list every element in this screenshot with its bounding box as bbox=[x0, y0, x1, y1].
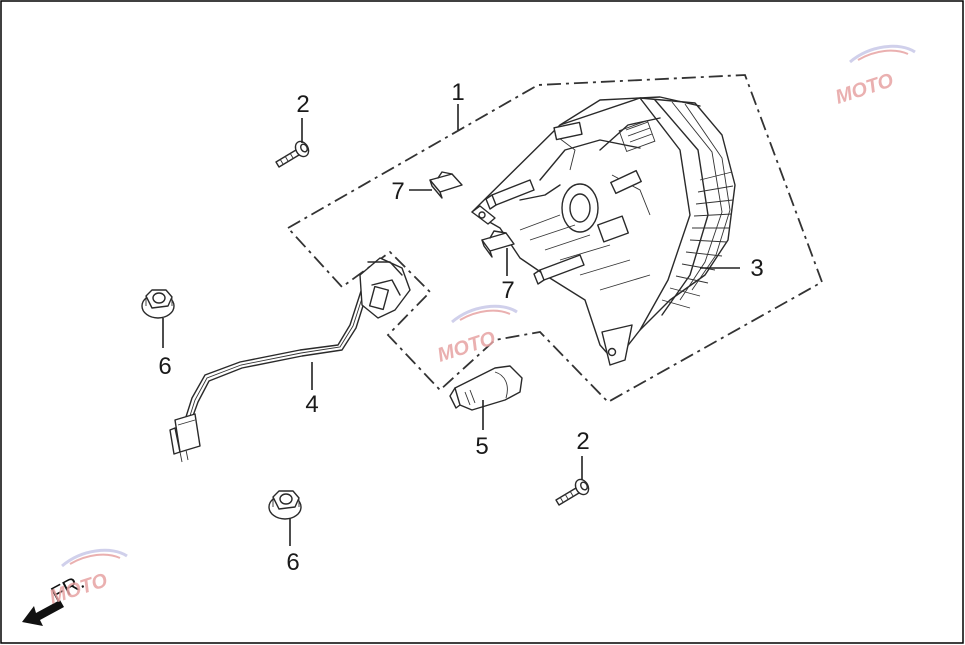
flange-nut-upper bbox=[141, 289, 175, 319]
callout-3: 3 bbox=[750, 255, 763, 282]
callout-7-upper: 7 bbox=[391, 178, 404, 205]
watermark-brand: MOTO bbox=[833, 69, 897, 108]
flange-nut-lower bbox=[268, 490, 302, 520]
callout-4: 4 bbox=[305, 391, 318, 418]
callout-2-upper: 2 bbox=[296, 91, 309, 118]
callout-6-lower: 6 bbox=[286, 549, 299, 576]
screw-upper bbox=[275, 140, 310, 168]
clip-nut-lower bbox=[481, 230, 515, 258]
screw-lower bbox=[555, 478, 590, 506]
front-arrow-icon bbox=[22, 600, 64, 626]
clip-nut-upper bbox=[429, 171, 463, 199]
assembly-boundary bbox=[286, 74, 824, 404]
leader-lines bbox=[162, 104, 740, 546]
socket-wire-harness bbox=[169, 257, 411, 463]
callout-1: 1 bbox=[451, 79, 464, 106]
callout-6-upper: 6 bbox=[158, 353, 171, 380]
callout-2-lower: 2 bbox=[576, 428, 589, 455]
watermark-center: MOTO bbox=[435, 304, 518, 367]
callout-5: 5 bbox=[475, 433, 488, 460]
lamp-bulb bbox=[449, 365, 523, 411]
watermark-brand: MOTO bbox=[435, 327, 499, 366]
watermark-top-right: MOTO bbox=[833, 44, 916, 109]
tail-lamp-housing bbox=[471, 96, 736, 366]
callout-7-lower: 7 bbox=[501, 277, 514, 304]
